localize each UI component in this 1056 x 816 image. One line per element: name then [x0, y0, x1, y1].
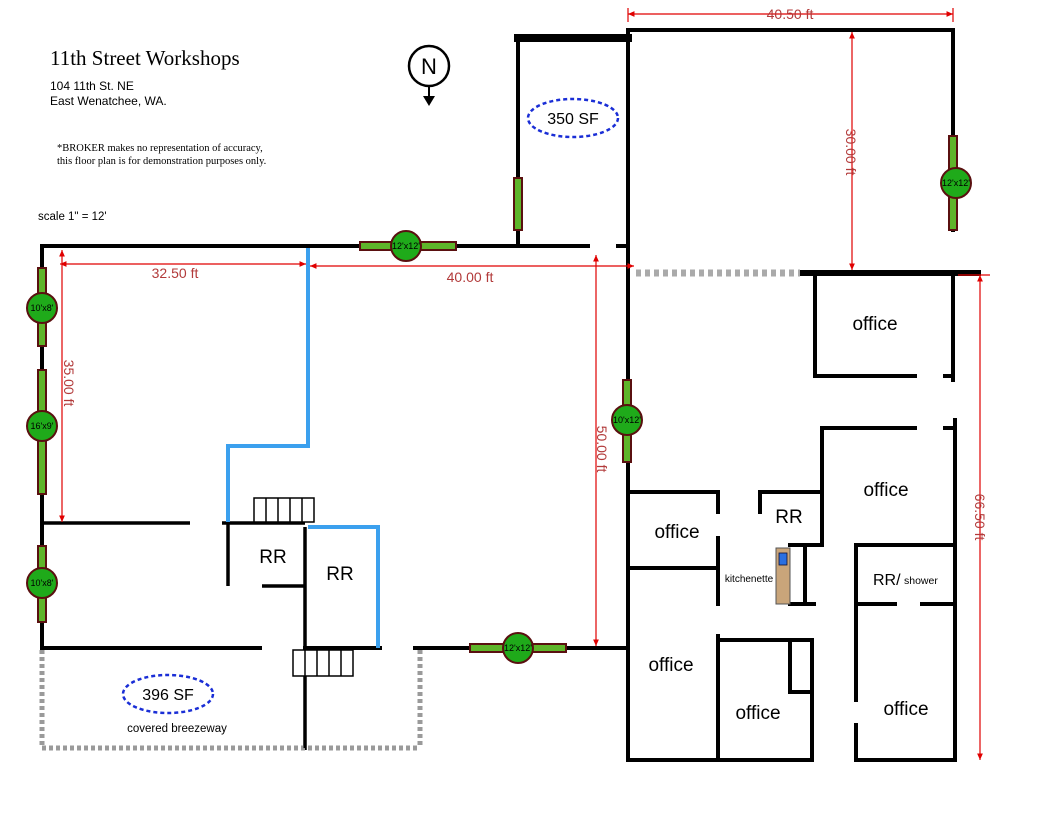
room-labels: RR RR office office office RR kitchenett…: [259, 314, 938, 724]
door-top-right: 12'x12': [940, 135, 972, 231]
interior-walls: [42, 521, 307, 750]
door-left-mid-label: 16'x9': [31, 421, 54, 431]
dim-right-depth: 66.50 ft: [972, 494, 988, 541]
door-top-right-label: 12'x12': [942, 178, 970, 188]
door-top-left-label: 12'x12': [392, 241, 420, 251]
door-bottom-label: 12'x12': [504, 643, 532, 653]
door-left-mid: 16'x9': [26, 369, 58, 495]
address-line-1: 104 11th St. NE: [50, 79, 134, 93]
door-center: 10'x12': [611, 379, 643, 463]
room-office-east-mid: office: [863, 480, 908, 501]
room-office-s-mid: office: [735, 703, 780, 724]
dim-mid-depth: 50.00 ft: [594, 426, 610, 473]
dim-left-depth: 35.00 ft: [61, 360, 77, 407]
breezeway-caption: covered breezeway: [127, 723, 227, 735]
door-left-upper-label: 10'x8': [31, 303, 54, 313]
stairs-lower: [292, 649, 354, 677]
room-rr-shower-small: shower: [904, 575, 938, 587]
disclaimer-line-2: this floor plan is for demonstration pur…: [57, 156, 267, 167]
scale-note: scale 1" = 12': [38, 211, 107, 223]
room-rr-center: RR: [326, 564, 353, 585]
breezeway-outline: [39, 650, 423, 751]
dim-mid-width: 40.00 ft: [447, 269, 494, 285]
area-upper-room: 350 SF: [526, 97, 620, 139]
door-left-upper: 10'x8': [26, 267, 58, 347]
disclaimer-line-1: *BROKER makes no representation of accur…: [57, 143, 263, 154]
room-office-west-upper: office: [654, 522, 699, 543]
room-rr-left: RR: [259, 547, 286, 568]
stairs-upper: [253, 497, 315, 523]
door-left-lower-label: 10'x8': [31, 578, 54, 588]
page-title: 11th Street Workshops: [50, 46, 240, 70]
door-bottom: 12'x12': [469, 632, 567, 664]
walls: [40, 28, 981, 762]
room-rr-east: RR: [775, 507, 802, 528]
dim-left-width: 32.50 ft: [152, 265, 199, 281]
door-center-label: 10'x12': [613, 415, 641, 425]
room-office-se: office: [883, 699, 928, 720]
address-line-2: East Wenatchee, WA.: [50, 94, 167, 108]
door-left-lower: 10'x8': [26, 545, 58, 623]
dimension-lines: [59, 8, 990, 760]
area-breezeway-label: 396 SF: [142, 687, 194, 704]
area-breezeway: 396 SF covered breezeway: [121, 673, 227, 735]
dim-top-depth: 30.00 ft: [843, 129, 859, 176]
door-top-left: 12'x12': [359, 230, 457, 262]
north-compass-icon: N: [407, 44, 451, 106]
dimension-labels: 40.50 ft 30.00 ft 32.50 ft 40.00 ft 35.0…: [61, 6, 988, 540]
compass-label: N: [421, 54, 437, 79]
dim-top-width: 40.50 ft: [767, 6, 814, 22]
partitions: [226, 248, 380, 648]
room-office-ne: office: [852, 314, 897, 335]
room-office-sw: office: [648, 655, 693, 676]
kitchenette-counter: [775, 547, 791, 605]
room-kitchenette: kitchenette: [725, 574, 774, 585]
door-350-room: [513, 177, 523, 231]
area-upper-room-label: 350 SF: [547, 111, 599, 128]
room-rr-shower: RR/: [873, 572, 901, 589]
